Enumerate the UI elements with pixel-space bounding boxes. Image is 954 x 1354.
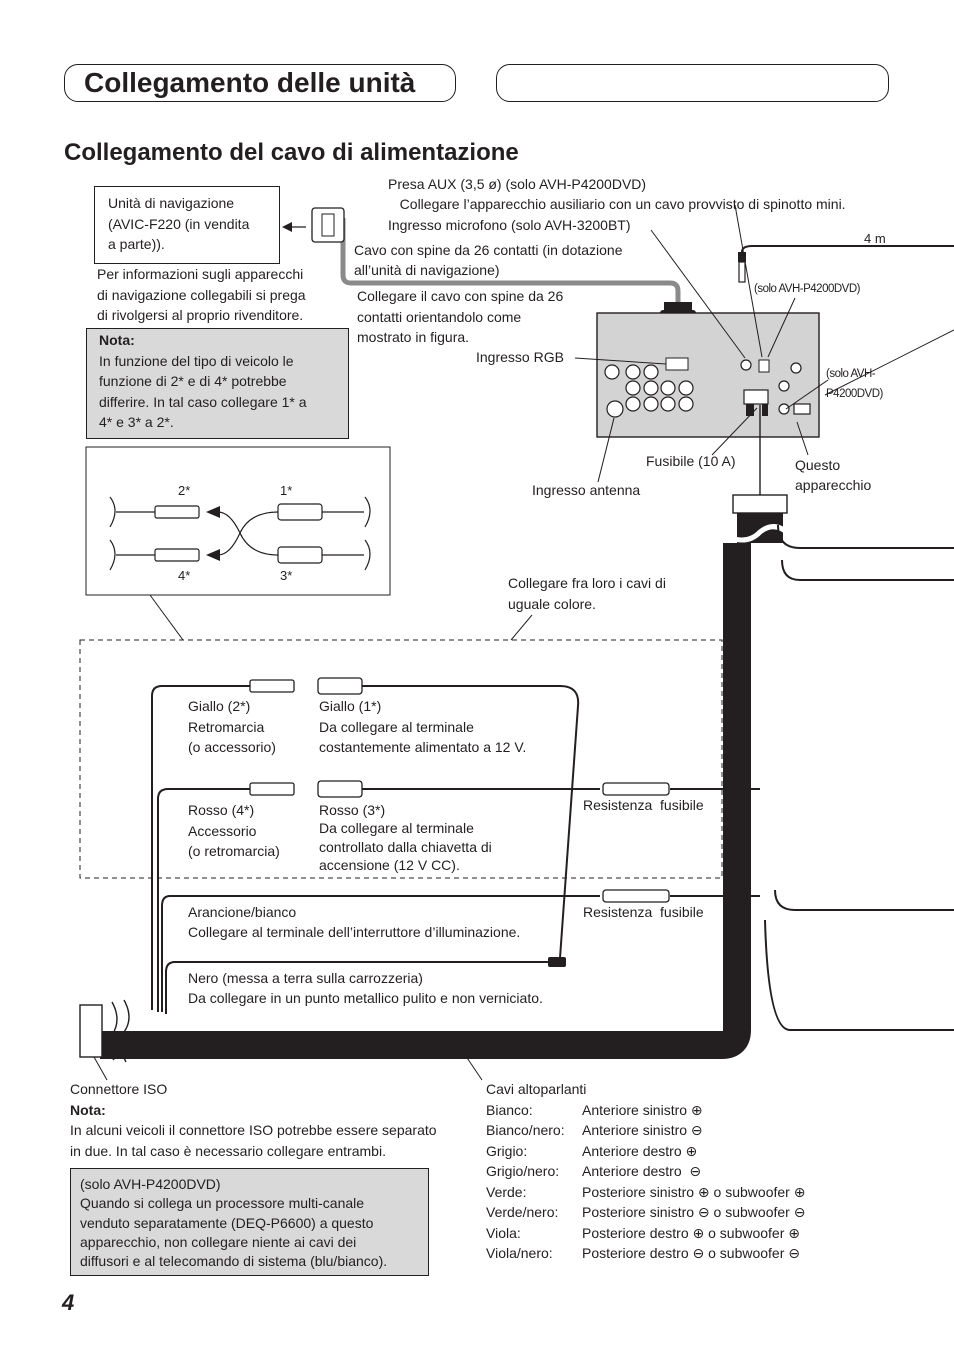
page-subtitle: Collegamento del cavo di alimentazione xyxy=(64,139,519,166)
black-line-1: Nero (messa a terra sulla carrozzeria) xyxy=(188,970,423,986)
swap-label-2: 2* xyxy=(178,483,191,498)
red4-line-3: (o retromarcia) xyxy=(188,843,280,859)
aux-jack xyxy=(738,245,954,283)
speaker-desc-8: Posteriore destro ⊖ o subwoofer ⊖ xyxy=(582,1245,801,1261)
wire-connectors xyxy=(249,677,363,798)
iso-note-title: Nota: xyxy=(70,1102,106,1118)
dsp-note-line-4: apparecchio, non collegare niente ai cav… xyxy=(80,1234,357,1250)
solo-label-2b: P4200DVD) xyxy=(826,388,883,400)
note-line-4: 4* e 3* a 2*. xyxy=(99,414,174,430)
note-line-3: differire. In tal caso collegare 1* a xyxy=(99,394,307,410)
cable26-line-2: all’unità di navigazione) xyxy=(354,262,500,278)
speaker-color-4: Grigio/nero: xyxy=(486,1163,560,1179)
solo-label-2a: (solo AVH- xyxy=(826,368,876,380)
mic-label: Ingresso microfono (solo AVH-3200BT) xyxy=(388,217,631,233)
connect26-line-2: contatti orientandolo come xyxy=(357,309,522,325)
this-unit-line-1: Questo xyxy=(795,457,841,473)
speaker-desc-7: Posteriore destro ⊕ o subwoofer ⊕ xyxy=(582,1225,801,1241)
note-line-1: In funzione del tipo di veicolo le xyxy=(99,353,294,369)
dsp-note-line-3: venduto separatamente (DEQ-P6600) a ques… xyxy=(80,1215,374,1231)
speaker-color-7: Viola: xyxy=(486,1225,521,1241)
note-line-2: funzione di 2* e di 4* potrebbe xyxy=(99,373,287,389)
connect26-line-3: mostrato in figura. xyxy=(357,329,470,345)
orange-line-2: Collegare al terminale dell’interruttore… xyxy=(188,924,521,940)
dsp-note-line-5: diffusori e al telecomando di sistema (b… xyxy=(80,1253,388,1269)
speaker-color-6: Verde/nero: xyxy=(486,1204,559,1220)
nav-cable xyxy=(340,218,681,305)
yellow1-line-1: Giallo (1*) xyxy=(319,698,382,714)
red4-line-2: Accessorio xyxy=(188,823,257,839)
speaker-title: Cavi altoparlanti xyxy=(486,1081,587,1097)
yellow2-line-2: Retromarcia xyxy=(188,719,265,735)
note-title: Nota: xyxy=(99,332,135,348)
iso-label: Connettore ISO xyxy=(70,1081,168,1097)
yellow1-line-3: costantemente alimentato a 12 V. xyxy=(319,739,527,755)
dsp-note-line-1: (solo AVH-P4200DVD) xyxy=(80,1176,221,1192)
dsp-note-line-2: Quando si collega un processore multi-ca… xyxy=(80,1195,365,1211)
note-box xyxy=(86,328,349,439)
solo-label-1: (solo AVH-P4200DVD) xyxy=(754,283,860,295)
fuse-resistor-label-2: Resistenza fusibile xyxy=(583,904,704,920)
black-line-2: Da collegare in un punto metallico pulit… xyxy=(188,990,543,1006)
red3-line-1: Rosso (3*) xyxy=(319,802,386,818)
swap-label-1: 1* xyxy=(280,483,293,498)
nav-info-line-1: Per informazioni sugli apparecchi xyxy=(97,266,304,282)
dsp-note-box xyxy=(70,1168,429,1276)
speaker-color-2: Bianco/nero: xyxy=(486,1122,565,1138)
yellow1-line-2: Da collegare al terminale xyxy=(319,719,474,735)
speaker-desc-4: Anteriore destro ⊖ xyxy=(582,1163,702,1179)
yellow2-line-3: (o accessorio) xyxy=(188,739,276,755)
speaker-color-5: Verde: xyxy=(486,1184,527,1200)
unit-rear-panel xyxy=(596,312,820,438)
speaker-desc-3: Anteriore destro ⊕ xyxy=(582,1143,698,1159)
speaker-desc-1: Anteriore sinistro ⊕ xyxy=(582,1102,703,1118)
empty-title-frame xyxy=(496,64,889,102)
red3-line-3: controllato dalla chiavetta di xyxy=(319,839,492,855)
nav-info-line-2: di navigazione collegabili si prega xyxy=(97,287,306,303)
speaker-color-8: Viola/nero: xyxy=(486,1245,553,1261)
same-color-line-2: uguale colore. xyxy=(508,596,596,612)
speaker-desc-2: Anteriore sinistro ⊖ xyxy=(582,1122,703,1138)
nav-info-line-3: di rivolgersi al proprio rivenditore. xyxy=(97,307,304,323)
nav-plug xyxy=(311,207,345,243)
aux-label: Presa AUX (3,5 ø) (solo AVH-P4200DVD) xyxy=(388,176,647,192)
speaker-desc-5: Posteriore sinistro ⊕ o subwoofer ⊕ xyxy=(582,1184,806,1200)
nav-unit-line-1: Unità di navigazione xyxy=(108,195,235,211)
red3-line-4: accensione (12 V CC). xyxy=(319,857,460,873)
yellow2-line-1: Giallo (2*) xyxy=(188,698,251,714)
speaker-color-1: Bianco: xyxy=(486,1102,533,1118)
rgb-label: Ingresso RGB xyxy=(476,349,564,365)
fuse-resistor-label-1: Resistenza fusibile xyxy=(583,797,704,813)
cable-length: 4 m xyxy=(864,231,886,246)
red4-line-1: Rosso (4*) xyxy=(188,802,255,818)
cable26-line-1: Cavo con spine da 26 contatti (in dotazi… xyxy=(354,242,623,258)
main-harness xyxy=(79,404,954,1063)
nav-unit-box xyxy=(94,186,280,264)
connect26-line-1: Collegare il cavo con spine da 26 xyxy=(357,288,564,304)
fuse-label: Fusibile (10 A) xyxy=(646,453,736,469)
orange-line-1: Arancione/bianco xyxy=(188,904,297,920)
iso-note-line-1: In alcuni veicoli il connettore ISO potr… xyxy=(70,1122,437,1138)
nav-unit-line-2: (AVIC-F220 (in vendita xyxy=(108,216,250,232)
page-number: 4 xyxy=(62,1290,75,1315)
swap-label-3: 3* xyxy=(280,568,293,583)
nav-unit-line-3: a parte)). xyxy=(108,236,165,252)
speaker-desc-6: Posteriore sinistro ⊖ o subwoofer ⊖ xyxy=(582,1204,806,1220)
aux-desc: Collegare l’apparecchio ausiliario con u… xyxy=(388,196,846,212)
iso-note-line-2: in due. In tal caso è necessario collega… xyxy=(70,1143,386,1159)
red3-line-2: Da collegare al terminale xyxy=(319,820,474,836)
this-unit-line-2: apparecchio xyxy=(795,477,872,493)
swap-label-4: 4* xyxy=(178,568,191,583)
speaker-color-3: Grigio: xyxy=(486,1143,528,1159)
same-color-line-1: Collegare fra loro i cavi di xyxy=(508,575,666,591)
antenna-label: Ingresso antenna xyxy=(532,482,641,498)
section-title-frame xyxy=(64,64,456,102)
section-title: Collegamento delle unità xyxy=(84,67,416,98)
